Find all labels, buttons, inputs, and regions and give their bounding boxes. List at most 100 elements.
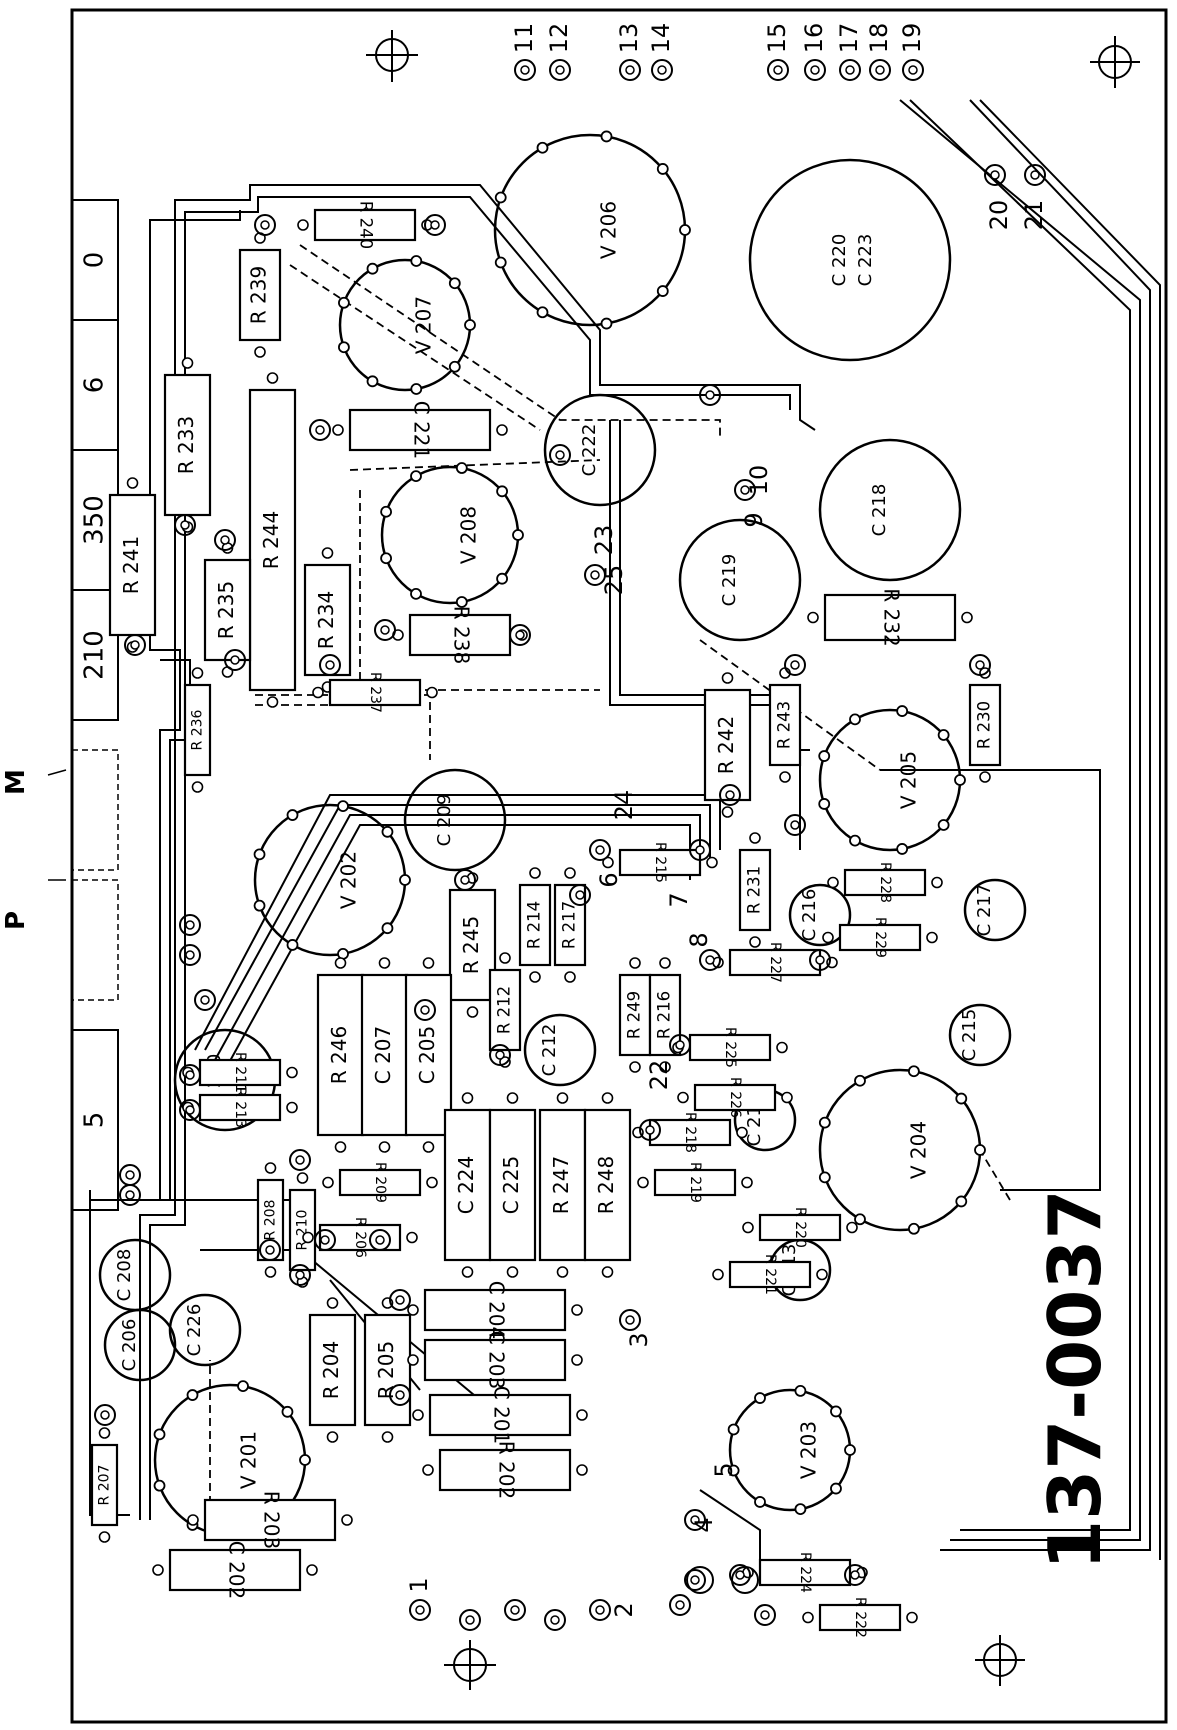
pad (194, 989, 216, 1011)
capacitor-label: C 209 (434, 794, 455, 847)
component-r231: R 231 (738, 832, 772, 948)
component-label: R 240 (357, 201, 376, 249)
component-label: R 227 (767, 942, 783, 983)
tube-v206: V 206 (493, 130, 691, 330)
component-label: R 229 (872, 917, 888, 958)
pad (454, 869, 476, 891)
component-label: R 241 (119, 536, 143, 594)
component-r239: R 239 (238, 232, 282, 358)
pad (549, 444, 571, 466)
component-r240: R 240 (297, 201, 433, 249)
capacitor-c208: C 208 (98, 1238, 172, 1312)
component-label: R 221 (762, 1254, 778, 1295)
pad (389, 1289, 411, 1311)
component-r219: R 219 (637, 1162, 753, 1203)
capacitor-c217: C 217 (963, 878, 1027, 942)
component-r212: R 212 (488, 952, 522, 1068)
capacitor-label: C 223 (855, 234, 876, 287)
pad (509, 624, 531, 646)
capacitor-c216: C 216 (788, 883, 852, 947)
component-c203: C 203 (407, 1331, 583, 1389)
component-r203: R 203 (187, 1491, 353, 1549)
component-r220: R 220 (742, 1207, 858, 1248)
pad (839, 59, 861, 81)
tube-label: V 202 (337, 851, 361, 909)
side-markers: P M (1, 769, 67, 930)
component-label: R 237 (367, 672, 383, 713)
pad (684, 1509, 706, 1531)
pad (669, 1594, 691, 1616)
pad (651, 59, 673, 81)
component-label: C 224 (454, 1156, 478, 1215)
pad (424, 214, 446, 236)
capacitor-label: C 220 (829, 234, 850, 287)
terminal-number-23: 23 (590, 525, 618, 556)
terminal-number-20: 20 (985, 200, 1013, 231)
pad (729, 1564, 751, 1586)
pad (489, 1044, 511, 1066)
pad (669, 1034, 691, 1056)
pad (309, 419, 331, 441)
component-label: R 246 (327, 1026, 351, 1084)
component-label: R 247 (549, 1156, 573, 1214)
capacitor-c219: C 219 (678, 518, 802, 642)
pad (684, 1569, 706, 1591)
component-label: R 245 (459, 916, 483, 974)
terminal-number-18: 18 (865, 23, 893, 54)
capacitor-label: C 217 (974, 884, 995, 937)
component-r222: R 222 (802, 1597, 918, 1638)
component-label: C 201 (490, 1386, 514, 1445)
capacitor-label: C 219 (719, 554, 740, 607)
component-label: C 207 (371, 1026, 395, 1085)
pad (179, 1064, 201, 1086)
component-label: C 204 (485, 1281, 509, 1340)
pad (754, 1604, 776, 1626)
component-label: R 234 (314, 591, 338, 649)
connector-tabs (71, 199, 119, 1211)
pad (414, 999, 436, 1021)
pad (549, 59, 571, 81)
component-r227: R 227 (712, 942, 838, 983)
component-label: R 215 (652, 842, 668, 883)
pad (409, 1599, 431, 1621)
component-label: R 222 (852, 1597, 868, 1638)
tube-label: V 203 (797, 1421, 821, 1479)
capacitor-c218: C 218 (818, 438, 962, 582)
tube-label: V 206 (597, 201, 621, 259)
pad (124, 634, 146, 656)
tube-label: V 201 (237, 1431, 261, 1489)
component-r214: R 214 (518, 867, 552, 983)
terminal-number-8: 8 (685, 932, 713, 947)
terminal-number-6: 6 (595, 872, 623, 887)
component-label: R 214 (525, 901, 544, 949)
tube-label: V 204 (907, 1121, 931, 1179)
pad (869, 59, 891, 81)
pad (514, 59, 536, 81)
pad (689, 839, 711, 861)
component-r205: R 205 (363, 1297, 412, 1443)
tube-v203: V 203 (727, 1385, 856, 1515)
tube-v205: V 205 (818, 705, 966, 855)
component-label: R 226 (727, 1077, 743, 1118)
pad (584, 564, 606, 586)
component-r244: R 244 (248, 372, 297, 708)
component-r228: R 228 (827, 862, 943, 903)
pad (969, 654, 991, 676)
component-c204: C 204 (407, 1281, 583, 1340)
component-c224: C 224 (443, 1092, 492, 1278)
pad (719, 784, 741, 806)
component-label: C 221 (410, 401, 434, 460)
pad (984, 164, 1006, 186)
terminal-number-22: 22 (645, 1060, 673, 1091)
component-r210: R 210 (288, 1172, 317, 1288)
pad (902, 59, 924, 81)
component-c202: C 202 (152, 1541, 318, 1599)
component-label: R 243 (775, 701, 794, 749)
pad (179, 1099, 201, 1121)
component-r221: R 221 (712, 1254, 828, 1295)
component-label: R 213 (232, 1087, 248, 1128)
marker-m: M (1, 769, 31, 795)
pad (254, 214, 276, 236)
